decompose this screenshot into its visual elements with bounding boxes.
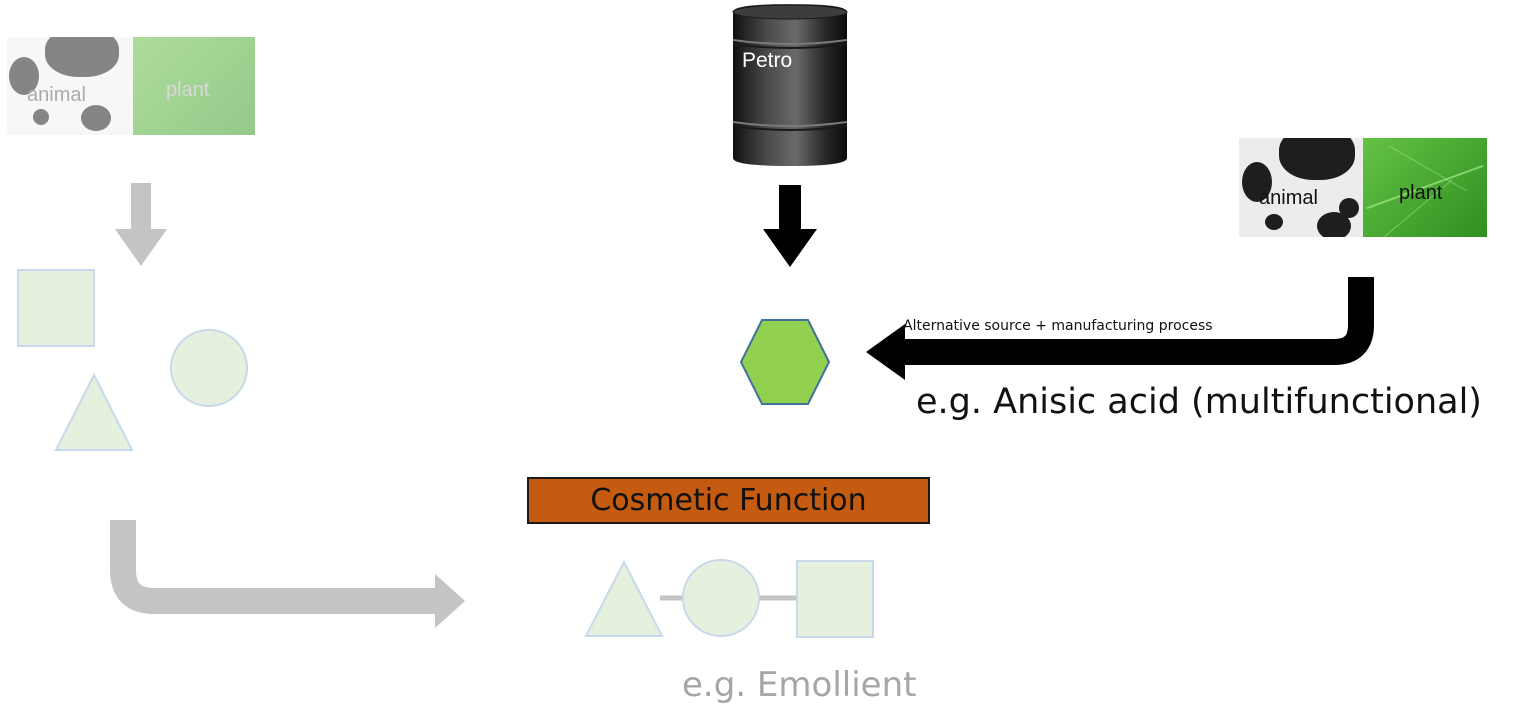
faded-circle-shape [170,329,248,407]
faded-square-shape [17,269,95,347]
target-hexagon [739,319,831,405]
alternative-process-label: Alternative source + manufacturing proce… [903,318,1213,334]
cosmetic-function-label: Cosmetic Function [590,483,867,518]
plant-label: plant [1399,182,1443,204]
faded-plant-image [133,37,255,135]
animal-image [1239,138,1363,237]
alternative-source-arrow [866,277,1374,380]
faded-chain-triangle [584,559,664,637]
active-source-tile: animal plant [1239,138,1487,237]
faded-animal-image [7,37,133,135]
petro-down-arrow [763,185,817,267]
faded-chain-circle [682,559,760,637]
faded-down-arrow [115,183,167,266]
emollient-caption: e.g. Emollient [682,665,917,705]
faded-molecule-chain [584,559,874,638]
anisic-acid-caption: e.g. Anisic acid (multifunctional) [916,382,1482,422]
faded-plant-label: plant [166,79,210,101]
oil-barrel-icon [732,4,848,166]
faded-curved-arrow [110,520,465,628]
petro-label: Petro [742,49,793,72]
faded-chain-square [796,560,874,638]
cosmetic-function-box: Cosmetic Function [527,477,930,524]
faded-triangle-shape [54,372,134,451]
faded-animal-label: animal [27,84,86,106]
faded-source-tile: animal plant [7,37,255,135]
plant-image [1363,138,1487,237]
animal-label: animal [1259,187,1318,209]
